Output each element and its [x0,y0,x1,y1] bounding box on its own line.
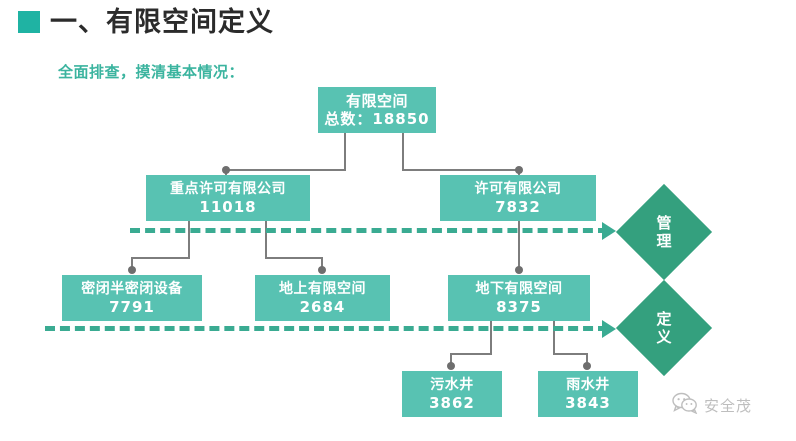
dashed-flow-arrow-manage [602,222,616,240]
node-value: 2684 [299,297,346,316]
node-value: 7832 [495,197,541,216]
watermark: 安全茂 [672,392,752,418]
node-sewage-well[interactable]: 污水井 3862 [402,371,502,417]
node-title: 地下有限空间 [475,280,563,297]
connector-dot-below [515,266,523,274]
connector-root-key-v1 [344,133,346,171]
wechat-icon [672,392,698,418]
connector-root-key-h [225,169,346,171]
node-value: 3862 [429,393,475,412]
node-licensed-company[interactable]: 许可有限公司 7832 [440,175,596,221]
node-underground-space[interactable]: 地下有限空间 8375 [448,275,590,321]
node-title: 许可有限公司 [474,180,562,197]
connector-root-lic-v1 [402,133,404,171]
connector-below-sewage-h [450,353,492,355]
connector-below-sewage-v1 [490,321,492,355]
node-above-ground-space[interactable]: 地上有限空间 2684 [255,275,390,321]
connector-root-lic-h [402,169,520,171]
node-key-licensed-company[interactable]: 重点许可有限公司 11018 [146,175,310,221]
page-subtitle: 全面排查，摸清基本情况： [58,63,245,81]
header-marker-square [18,11,40,33]
node-title: 地上有限空间 [279,280,366,297]
dashed-flow-arrow-define [602,320,616,338]
connector-below-sewage-v2 [450,353,452,364]
connector-lic-below-v1 [518,221,520,269]
node-title: 密闭半密闭设备 [81,280,183,297]
connector-key-above-v2 [321,257,323,269]
connector-below-rain-v2 [586,353,588,364]
connector-key-sealed-h [131,257,190,259]
connector-dot-above [318,266,326,274]
diamond-management-label: 管理 [656,214,672,250]
dashed-flow-line-define [45,326,608,331]
connector-key-above-h [265,257,323,259]
connector-dot-lic [515,166,523,174]
dashed-flow-line-manage [130,228,608,233]
node-total-confined-space[interactable]: 有限空间 总数：18850 [318,87,436,133]
node-value: 3843 [565,393,611,412]
connector-dot-sealed [128,266,136,274]
connector-below-rain-v1 [553,321,555,355]
node-sealed-equipment[interactable]: 密闭半密闭设备 7791 [62,275,202,321]
connector-key-sealed-v2 [131,257,133,269]
connector-dot-rain [583,362,591,370]
page-title: 一、有限空间定义 [50,7,274,38]
node-rainwater-well[interactable]: 雨水井 3843 [538,371,638,417]
connector-dot-sewage [447,362,455,370]
node-title: 雨水井 [566,376,610,393]
node-title: 重点许可有限公司 [170,180,286,197]
node-title: 污水井 [430,376,474,393]
diamond-definition-label: 定义 [656,310,672,346]
connector-below-rain-h [553,353,588,355]
node-value: 7791 [109,297,155,316]
node-value: 8375 [496,297,542,316]
node-value: 总数：18850 [324,109,430,128]
connector-key-sealed-v1 [188,221,190,259]
connector-dot-key [222,166,230,174]
connector-key-above-v1 [265,221,267,259]
watermark-text: 安全茂 [704,396,753,415]
node-value: 11018 [199,197,257,216]
node-title: 有限空间 [345,91,408,110]
